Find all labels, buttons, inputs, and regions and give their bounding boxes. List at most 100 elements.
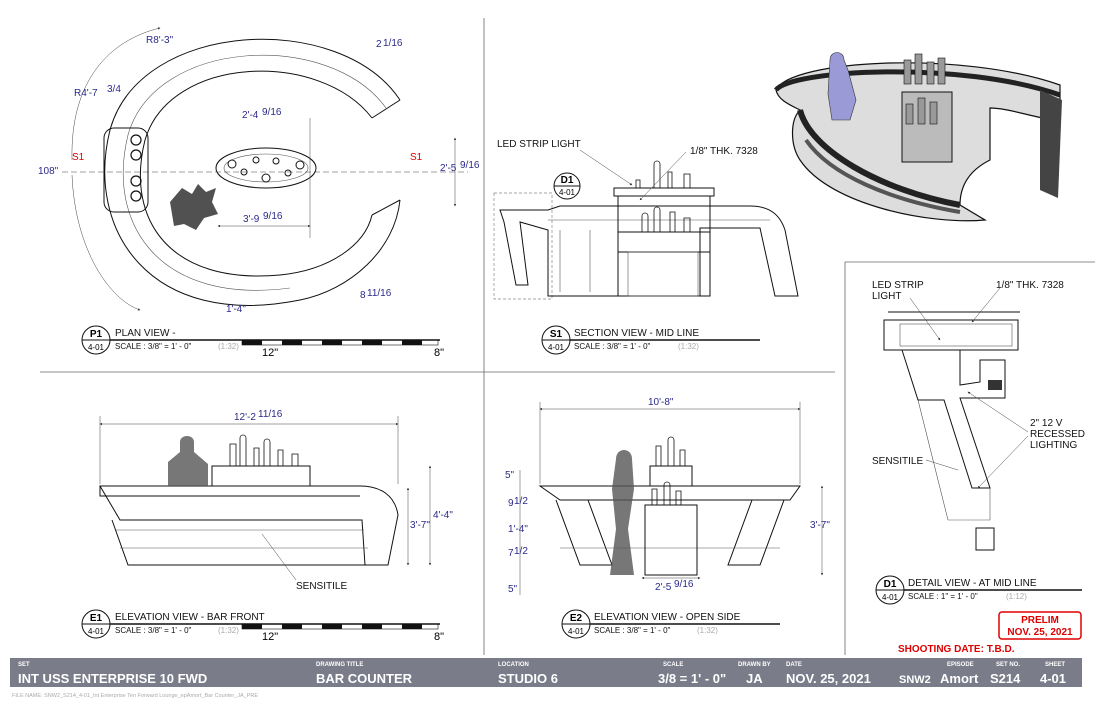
- dim-br: 8: [360, 290, 366, 301]
- view-label-e2: E2 4-01 ELEVATION VIEW - OPEN SIDE SCALE…: [561, 609, 780, 639]
- e1-h2: 4'-4": [433, 510, 453, 521]
- bar-3d-render: [773, 52, 1062, 222]
- d1-led-b: LIGHT: [872, 291, 901, 302]
- e2-inner-frac: 9/16: [674, 579, 694, 590]
- view-alt-scale: (1:32): [218, 342, 239, 351]
- tb-scale-header: SCALE: [663, 662, 683, 668]
- tb-title-header: DRAWING TITLE: [316, 662, 363, 668]
- d1-material: SENSITILE: [872, 456, 923, 467]
- view-title: DETAIL VIEW - AT MID LINE: [908, 578, 1037, 589]
- dim-top-frac: 1/16: [383, 38, 403, 49]
- scale-bar: [241, 623, 439, 630]
- stamp-line2: NOV. 25, 2021: [1007, 627, 1073, 638]
- tb-loc-header: LOCATION: [498, 662, 529, 668]
- view-code: P1: [90, 329, 103, 340]
- scale-bar-left: 12": [262, 347, 278, 359]
- d1-light-c: LIGHTING: [1030, 440, 1077, 451]
- view-alt-scale: (1:32): [218, 626, 239, 635]
- view-scale: SCALE : 3/8" = 1' - 0": [115, 342, 192, 351]
- e1-width: 12'-2: [234, 412, 256, 423]
- title-block: SET INT USS ENTERPRISE 10 FWD DRAWING TI…: [10, 658, 1082, 687]
- sheet-dividers: [40, 18, 1095, 655]
- e2-drawing: [519, 402, 824, 595]
- tb-drawn-header: DRAWN BY: [738, 662, 771, 668]
- e2-b-frac: 1/2: [514, 496, 528, 507]
- e2-h: 3'-7": [810, 520, 830, 531]
- e1-width-frac: 11/16: [258, 409, 283, 420]
- view-title: ELEVATION VIEW - BAR FRONT: [115, 612, 265, 623]
- dim-r2-frac: 3/4: [107, 84, 121, 95]
- stamp-line1: PRELIM: [1021, 615, 1059, 626]
- section-led-label: LED STRIP LIGHT: [497, 139, 581, 150]
- tb-drawn: JA: [746, 671, 763, 686]
- tb-scale: 3/8 = 1' - 0": [658, 671, 726, 686]
- view-alt-scale: (1:32): [678, 342, 699, 351]
- callout-sheet: 4-01: [559, 188, 576, 197]
- view-scale: SCALE : 3/8" = 1' - 0": [574, 342, 651, 351]
- e1-drawing: [99, 416, 432, 581]
- tb-ep: Amort: [940, 671, 979, 686]
- view-label-p1: P1 4-01 PLAN VIEW - SCALE : 3/8" = 1' - …: [81, 325, 444, 359]
- d1-led-a: LED STRIP: [872, 280, 924, 291]
- callout-code: D1: [561, 175, 574, 186]
- tb-setno-header: SET NO.: [996, 662, 1020, 668]
- view-label-s1: S1 4-01 SECTION VIEW - MID LINE SCALE : …: [541, 325, 760, 355]
- dim-right: 2'-5: [440, 163, 457, 174]
- view-code: E2: [570, 613, 583, 624]
- view-code: S1: [550, 329, 563, 340]
- view-code: E1: [90, 613, 103, 624]
- view-code: D1: [884, 579, 897, 590]
- tb-sheet: 4-01: [1040, 671, 1066, 686]
- view-sheet: 4-01: [88, 627, 105, 636]
- dim-total: 108": [38, 166, 59, 177]
- view-alt-scale: (1:12): [1006, 592, 1027, 601]
- plan-dimensions: R8'-3" R4'-7 3/4 108" 2 1/16 2'-4 9/16 2…: [38, 35, 480, 315]
- e2-d: 7: [508, 548, 514, 559]
- plan-view-drawing: [62, 27, 468, 311]
- view-sheet: 4-01: [548, 343, 565, 352]
- e2-width: 10'-8": [648, 397, 674, 408]
- dim-top: 2: [376, 39, 382, 50]
- view-label-d1: D1 4-01 DETAIL VIEW - AT MID LINE SCALE …: [875, 575, 1082, 605]
- dim-mid: 2'-4: [242, 110, 259, 121]
- d1-light-a: 2" 12 V: [1030, 418, 1063, 429]
- tb-setno: S214: [990, 671, 1021, 686]
- e2-d-frac: 1/2: [514, 546, 528, 557]
- view-scale: SCALE : 3/8" = 1' - 0": [115, 626, 192, 635]
- dim-inner: 3'-9: [243, 214, 260, 225]
- view-sheet: 4-01: [568, 627, 585, 636]
- dim-bottom: 1'-4": [226, 304, 246, 315]
- shooting-date: SHOOTING DATE: T.B.D.: [898, 644, 1015, 655]
- dim-right-frac: 9/16: [460, 160, 480, 171]
- view-sheet: 4-01: [88, 343, 105, 352]
- view-scale: SCALE : 1" = 1' - 0": [908, 592, 978, 601]
- view-title: PLAN VIEW -: [115, 328, 176, 339]
- d1-thk: 1/8" THK. 7328: [996, 280, 1064, 291]
- e2-a: 5": [505, 470, 515, 481]
- d1-drawing: [883, 287, 1029, 551]
- scale-bar-right: 8": [434, 347, 444, 359]
- view-label-e1: E1 4-01 ELEVATION VIEW - BAR FRONT SCALE…: [81, 609, 444, 643]
- dim-inner-frac: 9/16: [263, 211, 283, 222]
- section-marker-left: S1: [72, 152, 85, 163]
- e2-b: 9: [508, 498, 514, 509]
- dim-br-frac: 11/16: [367, 288, 392, 299]
- e2-inner: 2'-5: [655, 582, 672, 593]
- tb-series: SNW2: [899, 674, 931, 686]
- tb-ep-header: EPISODE: [947, 662, 974, 668]
- tb-date: NOV. 25, 2021: [786, 671, 871, 686]
- view-alt-scale: (1:32): [697, 626, 718, 635]
- e1-h1: 3'-7": [410, 520, 430, 531]
- d1-light-b: RECESSED: [1030, 429, 1085, 440]
- dim-r2: R4'-7: [74, 88, 98, 99]
- section-thk-label: 1/8" THK. 7328: [690, 146, 758, 157]
- view-title: ELEVATION VIEW - OPEN SIDE: [594, 612, 741, 623]
- section-marker-right: S1: [410, 152, 423, 163]
- tb-date-header: DATE: [786, 662, 802, 668]
- tb-loc: STUDIO 6: [498, 671, 558, 686]
- tb-title: BAR COUNTER: [316, 671, 413, 686]
- scale-bar: [241, 339, 439, 346]
- tb-set-header: SET: [18, 662, 30, 668]
- e1-material: SENSITILE: [296, 581, 347, 592]
